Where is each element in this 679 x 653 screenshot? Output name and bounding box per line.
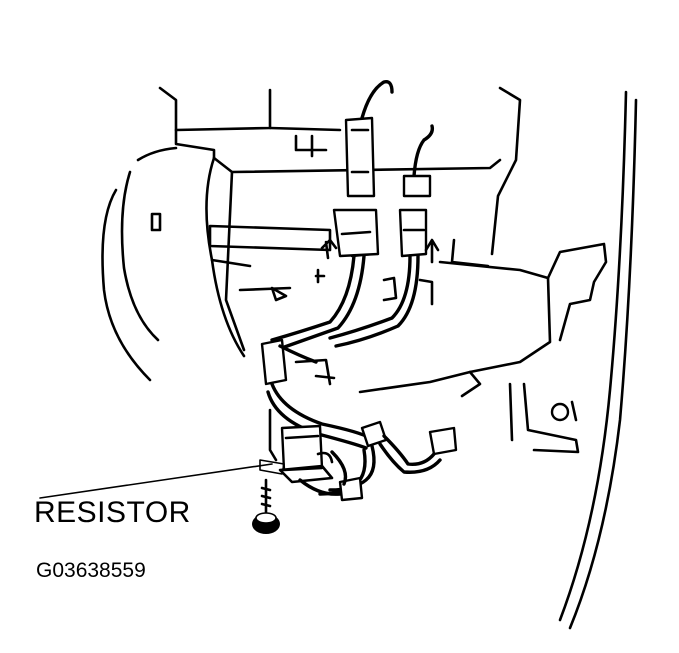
mating-connector-right <box>398 208 440 264</box>
right-side-panel <box>508 90 638 630</box>
mating-connector-left <box>320 208 380 260</box>
resistor-block <box>259 408 334 484</box>
wiring-harness <box>260 254 458 502</box>
resistor-leader-line <box>39 463 273 499</box>
module-body <box>224 170 552 398</box>
mounting-screw <box>252 478 280 534</box>
resistor-callout-label: RESISTOR <box>34 496 191 529</box>
upper-connector-left <box>344 80 394 198</box>
figure-id: G03638559 <box>36 559 146 582</box>
upper-connector-right <box>402 124 435 198</box>
left-housing-outline <box>101 146 332 382</box>
dash-panel-outline <box>158 86 522 256</box>
